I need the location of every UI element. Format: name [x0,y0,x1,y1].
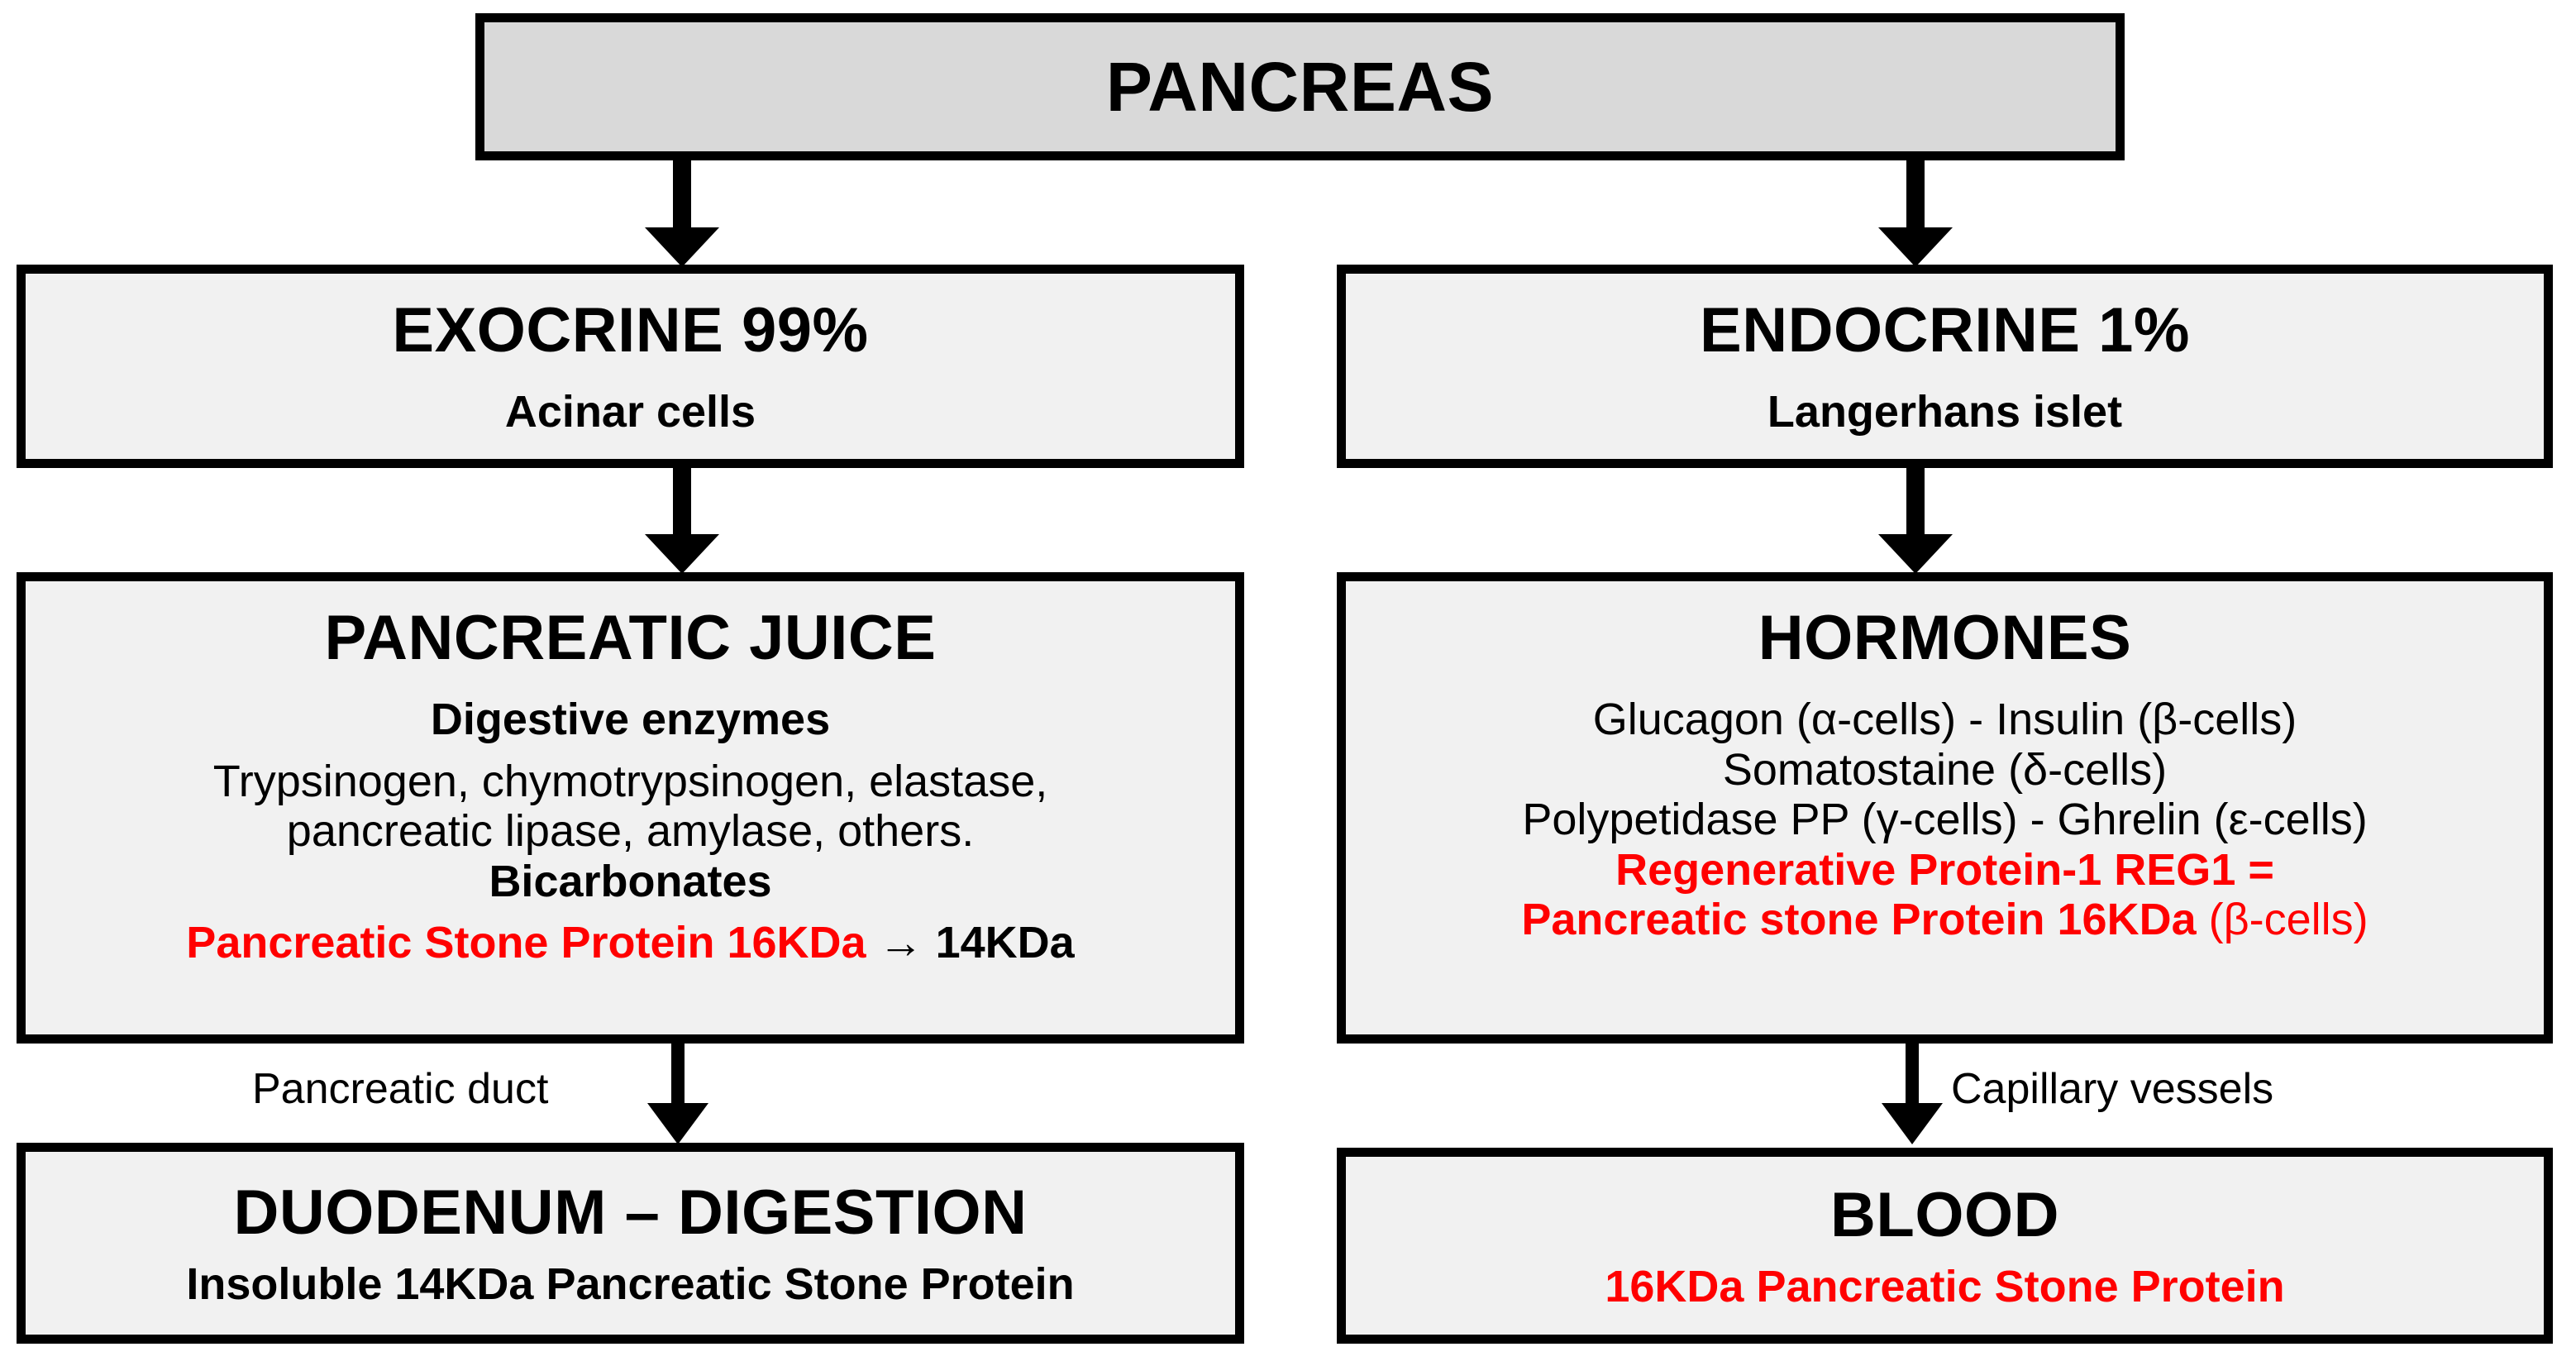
arrow-endocrine-to-hormones [1878,468,1953,574]
node-pancreas: PANCREAS [475,13,2125,160]
node-blood: BLOOD 16KDa Pancreatic Stone Protein [1337,1148,2553,1344]
juice-bicarbonates-heading: Bicarbonates [489,856,772,906]
arrow-juice-to-duodenum [641,1044,715,1144]
hormones-reg1-line-2-bold: Pancreatic stone Protein 16KDa [1521,894,2209,944]
juice-psp-black: → 14KDa [866,917,1075,967]
arrow-hormones-to-blood [1875,1044,1949,1144]
node-endocrine: ENDOCRINE 1% Langerhans islet [1337,265,2553,468]
node-pancreatic-juice-title: PANCREATIC JUICE [324,603,937,673]
hormones-line-2: Somatostaine (δ-cells) [1722,744,2168,795]
arrow-pancreas-to-endocrine [1878,160,1953,267]
node-endocrine-subtitle: Langerhans islet [1767,387,2123,437]
arrow-exocrine-to-juice [645,468,719,574]
hormones-line-1: Glucagon (α-cells) - Insulin (β-cells) [1592,695,2297,745]
node-duodenum-subtitle: Insoluble 14KDa Pancreatic Stone Protein [186,1259,1075,1309]
arrow-pancreas-to-exocrine [645,160,719,267]
hormones-reg1-line-1: Regenerative Protein-1 REG1 = [1615,844,2274,895]
juice-enzymes-heading: Digestive enzymes [430,695,831,745]
hormones-reg1-line-2-thin: (β-cells) [2208,894,2368,944]
edge-label-pancreatic-duct: Pancreatic duct [252,1065,549,1113]
juice-enzymes-line-2: pancreatic lipase, amylase, others. [286,806,975,857]
node-pancreatic-juice: PANCREATIC JUICE Digestive enzymes Tryps… [17,572,1244,1044]
node-hormones: HORMONES Glucagon (α-cells) - Insulin (β… [1337,572,2553,1044]
hormones-line-3: Polypetidase PP (γ-cells) - Ghrelin (ε-c… [1522,795,2368,845]
node-exocrine: EXOCRINE 99% Acinar cells [17,265,1244,468]
node-pancreas-title: PANCREAS [1105,47,1495,126]
node-duodenum: DUODENUM – DIGESTION Insoluble 14KDa Pan… [17,1143,1244,1344]
node-blood-subtitle: 16KDa Pancreatic Stone Protein [1605,1261,2285,1311]
juice-psp-red: Pancreatic Stone Protein 16KDa [186,917,866,967]
hormones-reg1-line-2: Pancreatic stone Protein 16KDa (β-cells) [1521,895,2368,944]
node-endocrine-title: ENDOCRINE 1% [1700,295,2190,366]
juice-psp-line: Pancreatic Stone Protein 16KDa → 14KDa [186,918,1074,967]
node-exocrine-subtitle: Acinar cells [504,387,756,437]
node-blood-title: BLOOD [1830,1179,2059,1250]
node-exocrine-title: EXOCRINE 99% [392,295,869,366]
edge-label-capillary-vessels: Capillary vessels [1951,1065,2274,1113]
node-duodenum-title: DUODENUM – DIGESTION [233,1177,1028,1248]
juice-enzymes-line-1: Trypsinogen, chymotrypsinogen, elastase, [212,756,1048,806]
node-hormones-title: HORMONES [1758,603,2132,673]
